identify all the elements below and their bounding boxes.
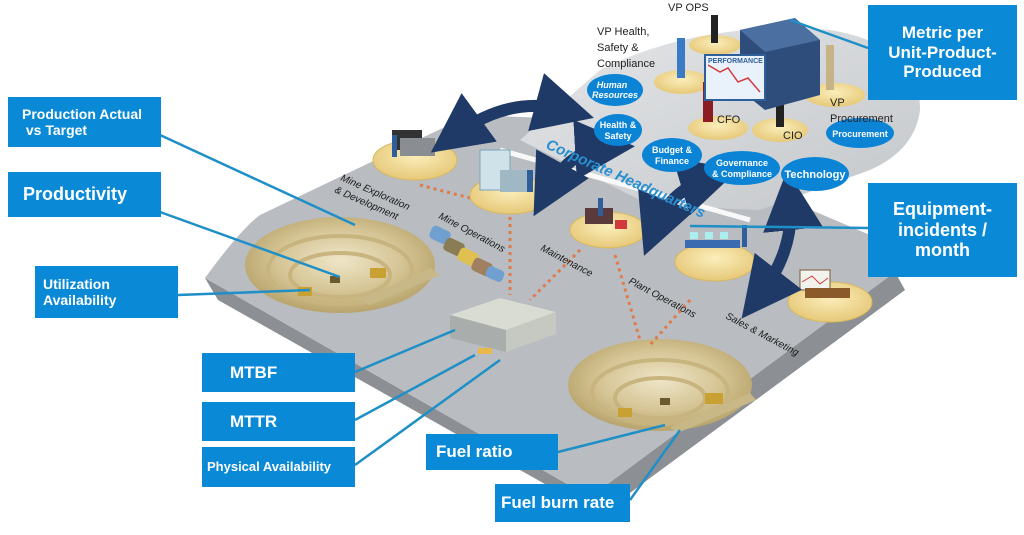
vp-procurement-label-2: Procurement: [830, 113, 893, 125]
vp-hsc-label-1: VP Health,: [597, 26, 649, 38]
leader-metric-unit: [789, 18, 869, 50]
vp-hsc-label-2: Safety &: [597, 42, 639, 54]
arrow-maintenance-hq: [533, 119, 635, 217]
arrow-sales-technology: [741, 170, 823, 319]
kpi-metric-line2: Unit-Product-: [888, 42, 997, 62]
dotted-link-maint-pit: [613, 254, 642, 341]
hq-executives: [654, 15, 865, 142]
kpi-metric-line3: Produced: [903, 62, 982, 82]
budget-finance-label-2: Finance: [655, 156, 689, 166]
kpi-physical-availability-label: Physical Availability: [207, 458, 332, 474]
kpi-equipment-incidents: Equipment- incidents / month: [868, 183, 1017, 277]
human-resources-label: Human: [597, 80, 628, 90]
kpi-metric-per-unit-product: Metric per Unit-Product- Produced: [868, 5, 1017, 100]
bubble-human-resources: [587, 74, 643, 106]
bubble-procurement: [826, 118, 894, 148]
flow-arrows: [430, 73, 823, 319]
kpi-mtbf: MTBF: [202, 353, 355, 392]
processing-plant: [450, 298, 556, 354]
kpi-fuel-ratio: Fuel ratio: [426, 434, 558, 470]
kpi-physical-availability: Physical Availability: [202, 447, 355, 487]
governance-label: Governance: [716, 158, 768, 168]
kpi-fuel-ratio-label: Fuel ratio: [436, 442, 513, 462]
kpi-equipment-line3: month: [915, 240, 970, 261]
leader-production: [159, 133, 356, 227]
dotted-links: [419, 183, 692, 346]
procurement-label: Procurement: [832, 129, 888, 139]
bubble-technology: [781, 157, 849, 191]
kpi-fuel-burn-rate-label: Fuel burn rate: [501, 493, 615, 513]
cfo-label: CFO: [717, 114, 741, 126]
leader-physical: [354, 358, 501, 467]
kpi-utilization-line2: Availability: [43, 292, 117, 308]
leader-equipment: [689, 224, 869, 230]
vp-ops-label: VP OPS: [668, 2, 709, 14]
kpi-mttr: MTTR: [202, 402, 355, 441]
bubble-budget-finance: [642, 138, 702, 172]
dotted-link-maintenance: [528, 248, 582, 302]
kpi-utilization-line1: Utilization: [43, 275, 110, 292]
technology-label: Technology: [785, 169, 847, 181]
health-safety-label: Health &: [600, 120, 637, 130]
arrow-exploration-hq: [430, 73, 594, 153]
human-resources-label-2: Resources: [592, 90, 638, 100]
budget-finance-label: Budget &: [652, 145, 692, 155]
kpi-mttr-label: MTTR: [230, 411, 278, 431]
leader-utilization: [177, 288, 311, 297]
kpi-production-actual-vs-target: Production Actual vs Target: [8, 97, 161, 147]
leader-mttr: [354, 353, 476, 422]
kpi-productivity-label: Productivity: [23, 184, 128, 205]
leader-productivity: [159, 210, 341, 279]
department-bubbles: [587, 74, 894, 191]
kpi-equipment-line2: incidents /: [897, 219, 987, 240]
open-pit-right: [568, 339, 756, 432]
ore-samples: [429, 225, 505, 282]
kpi-production-line2: vs Target: [22, 122, 88, 138]
kpi-mtbf-label: MTBF: [230, 362, 278, 382]
cio-label: CIO: [783, 130, 803, 142]
kpi-metric-line1: Metric per: [901, 23, 984, 43]
vp-hsc-label-3: Compliance: [597, 58, 655, 70]
kpi-equipment-line1: Equipment-: [893, 198, 992, 219]
bubble-governance: [704, 151, 780, 185]
performance-chart-title: PERFORMANCE: [708, 58, 763, 65]
health-safety-label-2: Safety: [604, 131, 631, 141]
kpi-production-line1: Production Actual: [22, 105, 143, 122]
kpi-utilization-availability: Utilization Availability: [35, 266, 178, 318]
bubble-health-safety: [594, 114, 642, 146]
kpi-fuel-burn-rate: Fuel burn rate: [495, 484, 630, 522]
dotted-link-plant-pit: [648, 299, 692, 346]
open-pit-left: [245, 217, 440, 313]
leader-lines: [159, 18, 869, 501]
leader-fuel-ratio: [557, 423, 666, 454]
kpi-productivity: Productivity: [8, 172, 161, 217]
governance-label-2: & Compliance: [712, 169, 772, 179]
leader-fuel-burn: [628, 429, 682, 501]
vp-procurement-label-1: VP: [830, 97, 845, 109]
dotted-link-exploration: [419, 183, 471, 200]
leader-mtbf: [354, 328, 456, 374]
arrow-plant-hq: [638, 157, 739, 256]
